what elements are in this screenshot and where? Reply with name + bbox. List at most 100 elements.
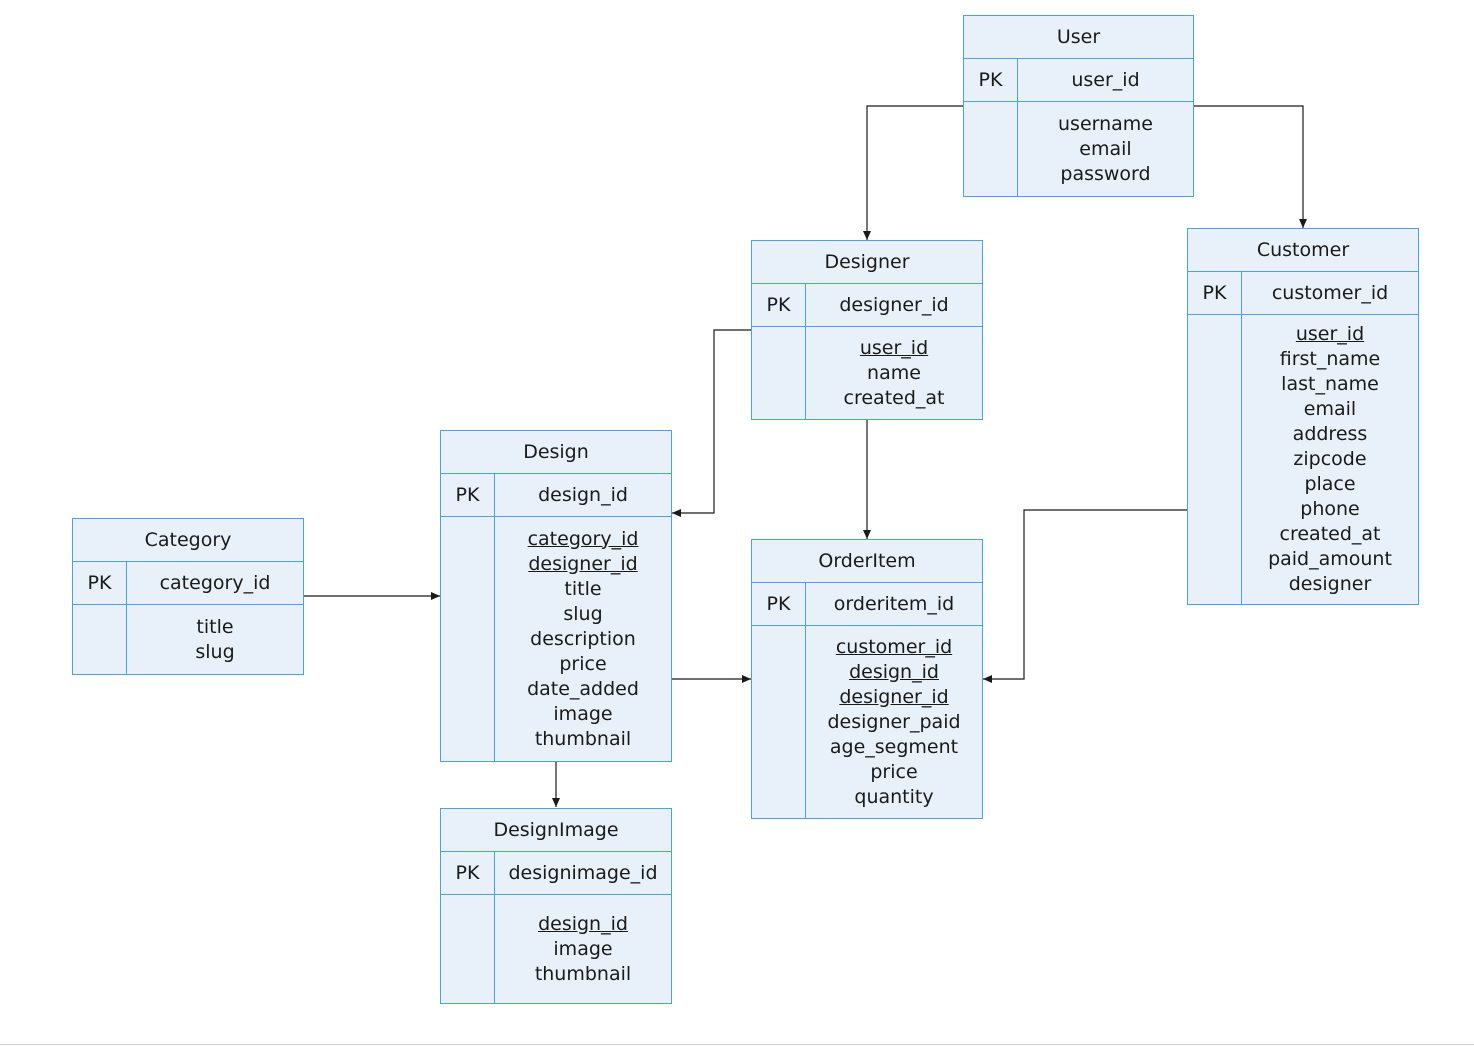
connector-designer-design xyxy=(672,329,751,517)
attribute-field: date_added xyxy=(527,677,639,700)
connector-user-customer xyxy=(1194,105,1307,228)
attribute-field: phone xyxy=(1300,498,1360,520)
body-gutter xyxy=(752,327,806,419)
pk-label: PK xyxy=(1188,272,1242,314)
pk-label: PK xyxy=(441,474,495,516)
pk-field: design_id xyxy=(538,484,628,506)
attribute-field: thumbnail xyxy=(534,962,632,985)
pk-field: orderitem_id xyxy=(833,593,955,615)
pk-field: category_id xyxy=(159,572,271,594)
foreign-key-field: user_id xyxy=(1295,323,1365,345)
entity-title: Designer xyxy=(752,241,982,284)
entity-customer: Customer PK customer_id user_id first_nam… xyxy=(1187,228,1419,605)
attribute-field: paid_amount xyxy=(1268,548,1392,570)
body-gutter xyxy=(441,895,495,1003)
entity-title: Design xyxy=(441,431,671,474)
body-gutter xyxy=(964,102,1018,196)
attribute-field: image xyxy=(553,937,613,960)
attribute-field: thumbnail xyxy=(534,727,632,750)
foreign-key-field: user_id xyxy=(859,336,929,359)
attribute-field: price xyxy=(559,652,607,675)
entity-title: OrderItem xyxy=(752,540,982,583)
attribute-field: designer_paid xyxy=(827,710,961,733)
pk-field: designer_id xyxy=(839,294,949,316)
attribute-field: slug xyxy=(195,640,235,663)
attribute-field: created_at xyxy=(1279,523,1381,545)
attribute-field: slug xyxy=(563,602,603,625)
connector-customer-orderitem xyxy=(983,509,1187,683)
entity-title: Category xyxy=(73,519,303,562)
body-gutter xyxy=(73,605,127,674)
attribute-field: created_at xyxy=(843,386,945,409)
primary-key-row: PK category_id xyxy=(73,562,303,605)
attribute-field: title xyxy=(564,577,602,600)
bottom-divider xyxy=(0,1044,1474,1045)
attribute-field: image xyxy=(553,702,613,725)
foreign-key-field: customer_id xyxy=(835,635,953,658)
primary-key-row: PK designer_id xyxy=(752,284,982,327)
attribute-field: first_name xyxy=(1279,348,1381,370)
attribute-field: email xyxy=(1079,137,1132,160)
foreign-key-field: designer_id xyxy=(839,685,949,708)
foreign-key-field: designer_id xyxy=(528,552,638,575)
attribute-field: quantity xyxy=(854,785,934,808)
body-gutter xyxy=(1188,315,1242,604)
pk-field: designimage_id xyxy=(508,862,658,884)
primary-key-row: PK design_id xyxy=(441,474,671,517)
attribute-field: price xyxy=(870,760,918,783)
foreign-key-field: design_id xyxy=(849,660,939,683)
primary-key-row: PK designimage_id xyxy=(441,852,671,895)
primary-key-row: PK orderitem_id xyxy=(752,583,982,626)
pk-label: PK xyxy=(964,59,1018,101)
foreign-key-field: design_id xyxy=(538,912,628,935)
pk-field: customer_id xyxy=(1271,282,1389,304)
body-gutter xyxy=(752,626,806,818)
attribute-field: password xyxy=(1060,162,1151,185)
pk-label: PK xyxy=(73,562,127,604)
attribute-field: age_segment xyxy=(829,735,959,758)
foreign-key-field: category_id xyxy=(527,527,639,550)
attribute-field: place xyxy=(1304,473,1356,495)
primary-key-row: PK user_id xyxy=(964,59,1193,102)
attribute-field: last_name xyxy=(1281,373,1379,395)
attribute-field: title xyxy=(196,615,234,638)
pk-label: PK xyxy=(441,852,495,894)
attribute-field: name xyxy=(867,361,921,384)
entity-title: User xyxy=(964,16,1193,59)
attribute-field: designer xyxy=(1288,573,1372,595)
attribute-field: zipcode xyxy=(1293,448,1367,470)
entity-title: Customer xyxy=(1188,229,1418,272)
attribute-field: username xyxy=(1058,112,1153,135)
pk-label: PK xyxy=(752,583,806,625)
body-gutter xyxy=(441,517,495,761)
pk-field: user_id xyxy=(1071,69,1140,91)
pk-label: PK xyxy=(752,284,806,326)
connector-user-designer xyxy=(863,105,963,240)
entity-title: DesignImage xyxy=(441,809,671,852)
attribute-field: email xyxy=(1303,398,1357,420)
attribute-field: address xyxy=(1292,423,1368,445)
attribute-field: description xyxy=(530,627,636,650)
primary-key-row: PK customer_id xyxy=(1188,272,1418,315)
